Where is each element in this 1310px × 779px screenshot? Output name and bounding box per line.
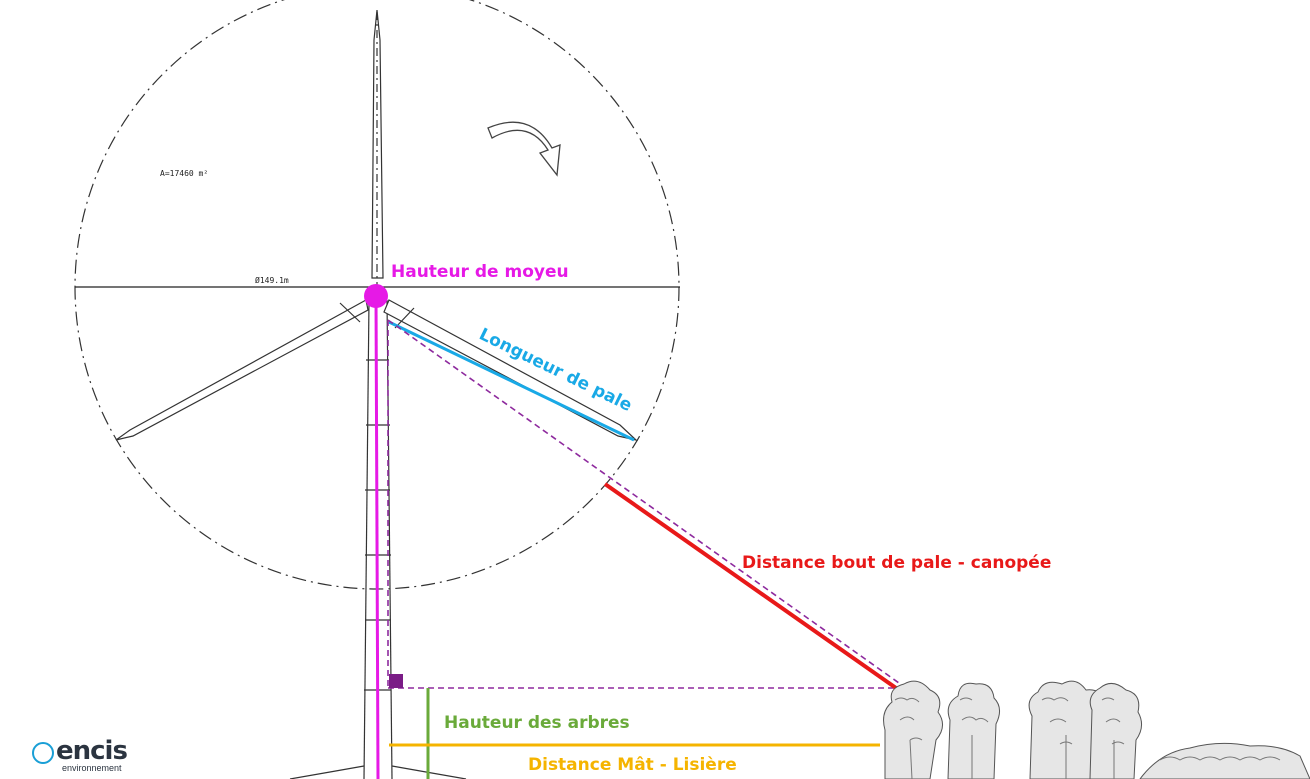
logo-ring-icon [32,742,54,764]
hub-height-line [374,295,380,779]
forest-edge-illustration [883,680,1310,779]
encis-logo: encis environnement [26,736,146,776]
hub-height-label: Hauteur de moyeu [391,262,569,282]
tip-canopy-label: Distance bout de pale - canopée [742,553,1051,573]
diameter-label: Ø149.1m [255,275,289,285]
rotor-blades [115,9,639,442]
logo-subtitle: environnement [62,763,122,773]
right-angle-marker [389,674,403,688]
area-label: A=17460 m² [160,169,208,178]
construction-triangle [387,319,907,689]
rotation-arrow-icon [487,121,561,177]
logo-name: encis [56,736,128,766]
tip-canopy-line [603,482,898,690]
hub-marker [364,284,388,308]
blade-length-line [388,320,635,442]
mast-edge-label: Distance Mât - Lisière [528,755,737,775]
tree-height-label: Hauteur des arbres [444,713,630,733]
